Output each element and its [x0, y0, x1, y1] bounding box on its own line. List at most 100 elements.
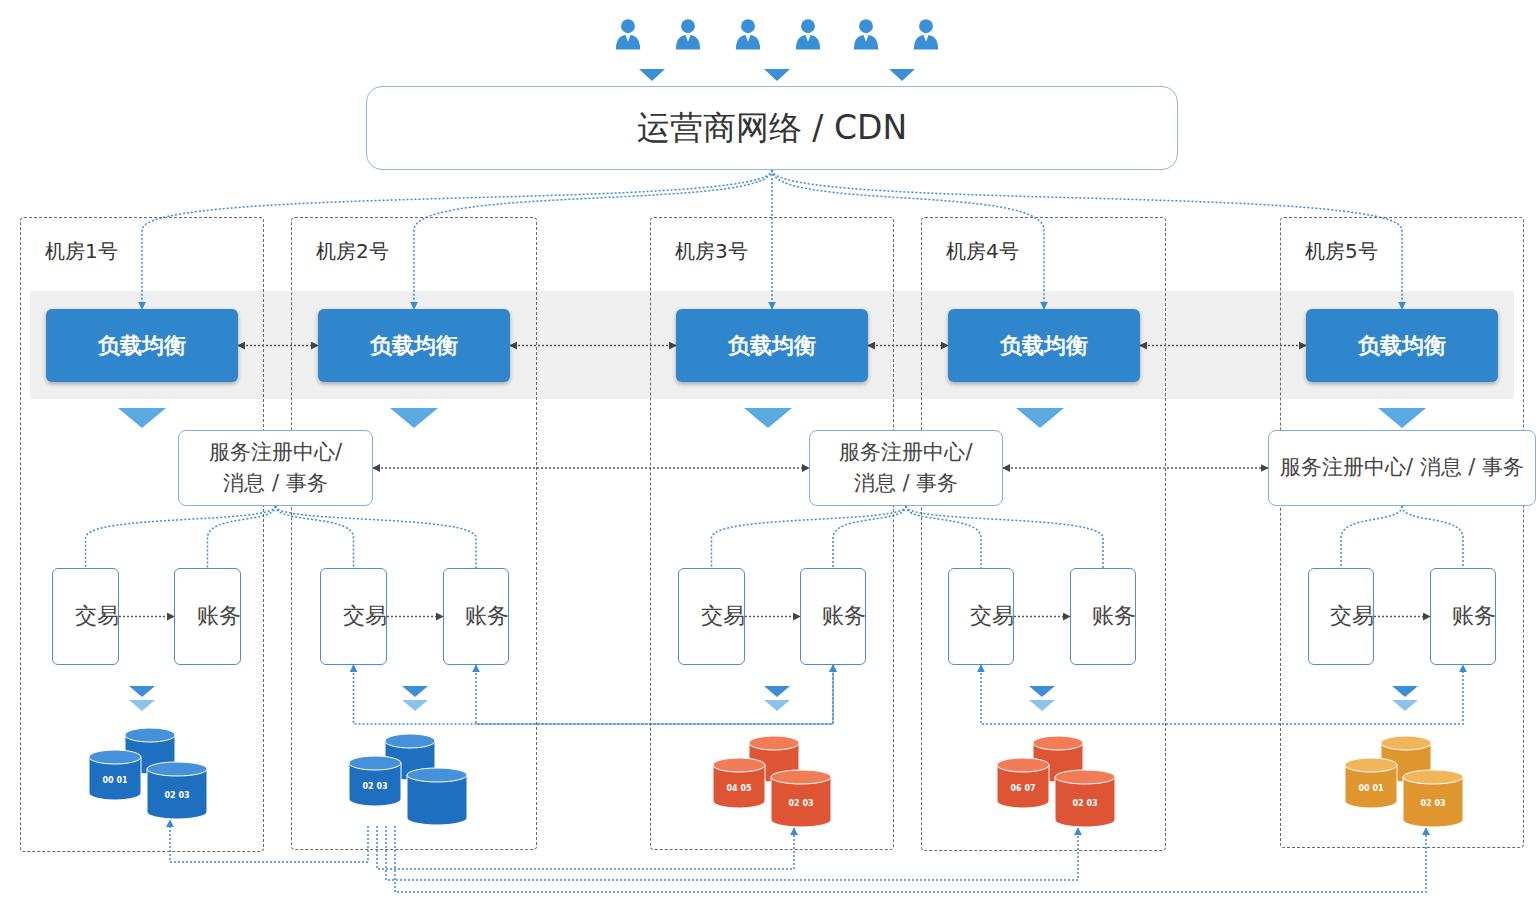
shard-label-holder: 02 03 — [1063, 795, 1107, 810]
node-text: 机房5号 — [1305, 239, 1378, 263]
user-icon — [736, 19, 760, 49]
service-box: 账务 — [1430, 568, 1496, 665]
cylinder-top — [125, 728, 175, 742]
database-icon — [712, 734, 832, 828]
node-text: 交易 — [343, 604, 365, 628]
flow-triangle — [1392, 686, 1418, 697]
node-text: 服务注册中心/ 消息 / 事务 — [189, 437, 362, 500]
connector — [745, 616, 800, 618]
user-icon — [616, 19, 640, 49]
user-icon — [914, 19, 938, 49]
node-text: 00 01 — [1358, 784, 1383, 793]
cylinder-top — [1403, 770, 1463, 784]
connector — [1402, 506, 1463, 568]
machine-room: 机房3号负载均衡交易账务04 0502 03 — [650, 217, 894, 850]
node-text: 机房3号 — [675, 239, 748, 263]
node-text: 交易 — [970, 604, 992, 628]
user-icon — [854, 19, 878, 49]
registry-box: 服务注册中心/ 消息 / 事务 — [809, 430, 1003, 506]
network-box: 运营商网络 / CDN — [366, 86, 1178, 170]
shard-label-holder: 00 01 — [93, 772, 137, 787]
flow-triangle — [129, 686, 155, 697]
service-box: 交易 — [948, 568, 1014, 665]
database-stack: 04 0502 03 — [712, 734, 832, 828]
cylinder-top — [713, 758, 765, 772]
database-stack: 00 01 02 03 — [1344, 734, 1464, 828]
machine-room: 机房5号负载均衡服务注册中心/ 消息 / 事务交易账务00 0102 03 — [1280, 217, 1524, 848]
connector — [387, 616, 443, 618]
node-text: 06 07 — [1010, 784, 1035, 793]
cylinder-top — [997, 758, 1049, 772]
connector — [238, 345, 318, 347]
node-text: 02 03 — [1420, 799, 1445, 808]
flow-triangle — [764, 700, 790, 711]
connector — [772, 170, 1044, 309]
node-text: 机房1号 — [45, 239, 118, 263]
service-box: 交易 — [1308, 568, 1374, 665]
flow-triangle — [1029, 686, 1055, 697]
user-icon — [796, 19, 820, 49]
node-text: 负载均衡 — [728, 331, 816, 361]
cylinder-top — [385, 734, 435, 748]
node-text: 账务 — [1092, 604, 1114, 628]
connector — [833, 506, 906, 568]
node-text: 服务注册中心/ 消息 / 事务 — [820, 437, 992, 500]
connector — [906, 506, 1103, 568]
node-text: 账务 — [465, 604, 487, 628]
service-box: 账务 — [443, 568, 509, 665]
connector — [510, 345, 676, 347]
node-text: 机房2号 — [316, 239, 389, 263]
node-text: 02 03 — [1072, 799, 1097, 808]
flow-triangle — [1392, 700, 1418, 711]
connector — [386, 826, 1078, 880]
node-text: 运营商网络 / CDN — [637, 106, 907, 151]
connector — [476, 665, 833, 724]
connector — [354, 665, 834, 724]
shard-label-holder: 06 07 — [1001, 780, 1045, 795]
flow-triangle — [1016, 408, 1064, 428]
connector — [170, 820, 368, 862]
node-text: 负载均衡 — [1000, 331, 1088, 361]
registry-box: 服务注册中心/ 消息 / 事务 — [178, 430, 373, 506]
flow-triangle — [390, 408, 438, 428]
node-text: 02 03 — [164, 791, 189, 800]
connector — [142, 170, 772, 309]
node-text: 交易 — [75, 604, 97, 628]
database-icon — [1344, 734, 1464, 828]
node-text: 交易 — [701, 604, 723, 628]
cylinder-top — [349, 756, 401, 770]
cylinder-top — [1055, 770, 1115, 784]
service-box: 交易 — [52, 568, 119, 665]
cylinder-top — [771, 770, 831, 784]
connector — [208, 506, 276, 568]
database-stack: 00 01 02 03 — [88, 726, 208, 820]
cylinder-top — [89, 750, 141, 764]
shard-label-holder: 02 03 — [1411, 795, 1455, 810]
node-text: 负载均衡 — [1358, 331, 1446, 361]
flow-triangle — [764, 686, 790, 697]
cylinder-top — [1345, 758, 1397, 772]
load-balancer-box: 负载均衡 — [676, 309, 868, 382]
node-text: 机房4号 — [946, 239, 1019, 263]
connector — [1341, 506, 1402, 568]
shard-label-holder: 00 01 — [1349, 780, 1393, 795]
connector — [771, 170, 773, 309]
connector — [712, 506, 907, 568]
flow-triangle — [1378, 408, 1426, 428]
flow-triangle — [639, 69, 665, 81]
service-box: 交易 — [678, 568, 745, 665]
connector — [377, 826, 794, 869]
flow-triangle — [402, 700, 428, 711]
database-stack: 02 03 — [348, 732, 468, 826]
shard-label-holder: 02 03 — [155, 787, 199, 802]
cylinder-top — [147, 762, 207, 776]
connector — [276, 506, 477, 568]
connector — [86, 506, 276, 568]
database-stack: 06 07 02 03 — [996, 734, 1116, 828]
flow-triangle — [129, 700, 155, 711]
service-box: 交易 — [320, 568, 387, 665]
connector — [981, 665, 1463, 724]
database-icon — [88, 726, 208, 820]
connector — [395, 826, 1426, 892]
